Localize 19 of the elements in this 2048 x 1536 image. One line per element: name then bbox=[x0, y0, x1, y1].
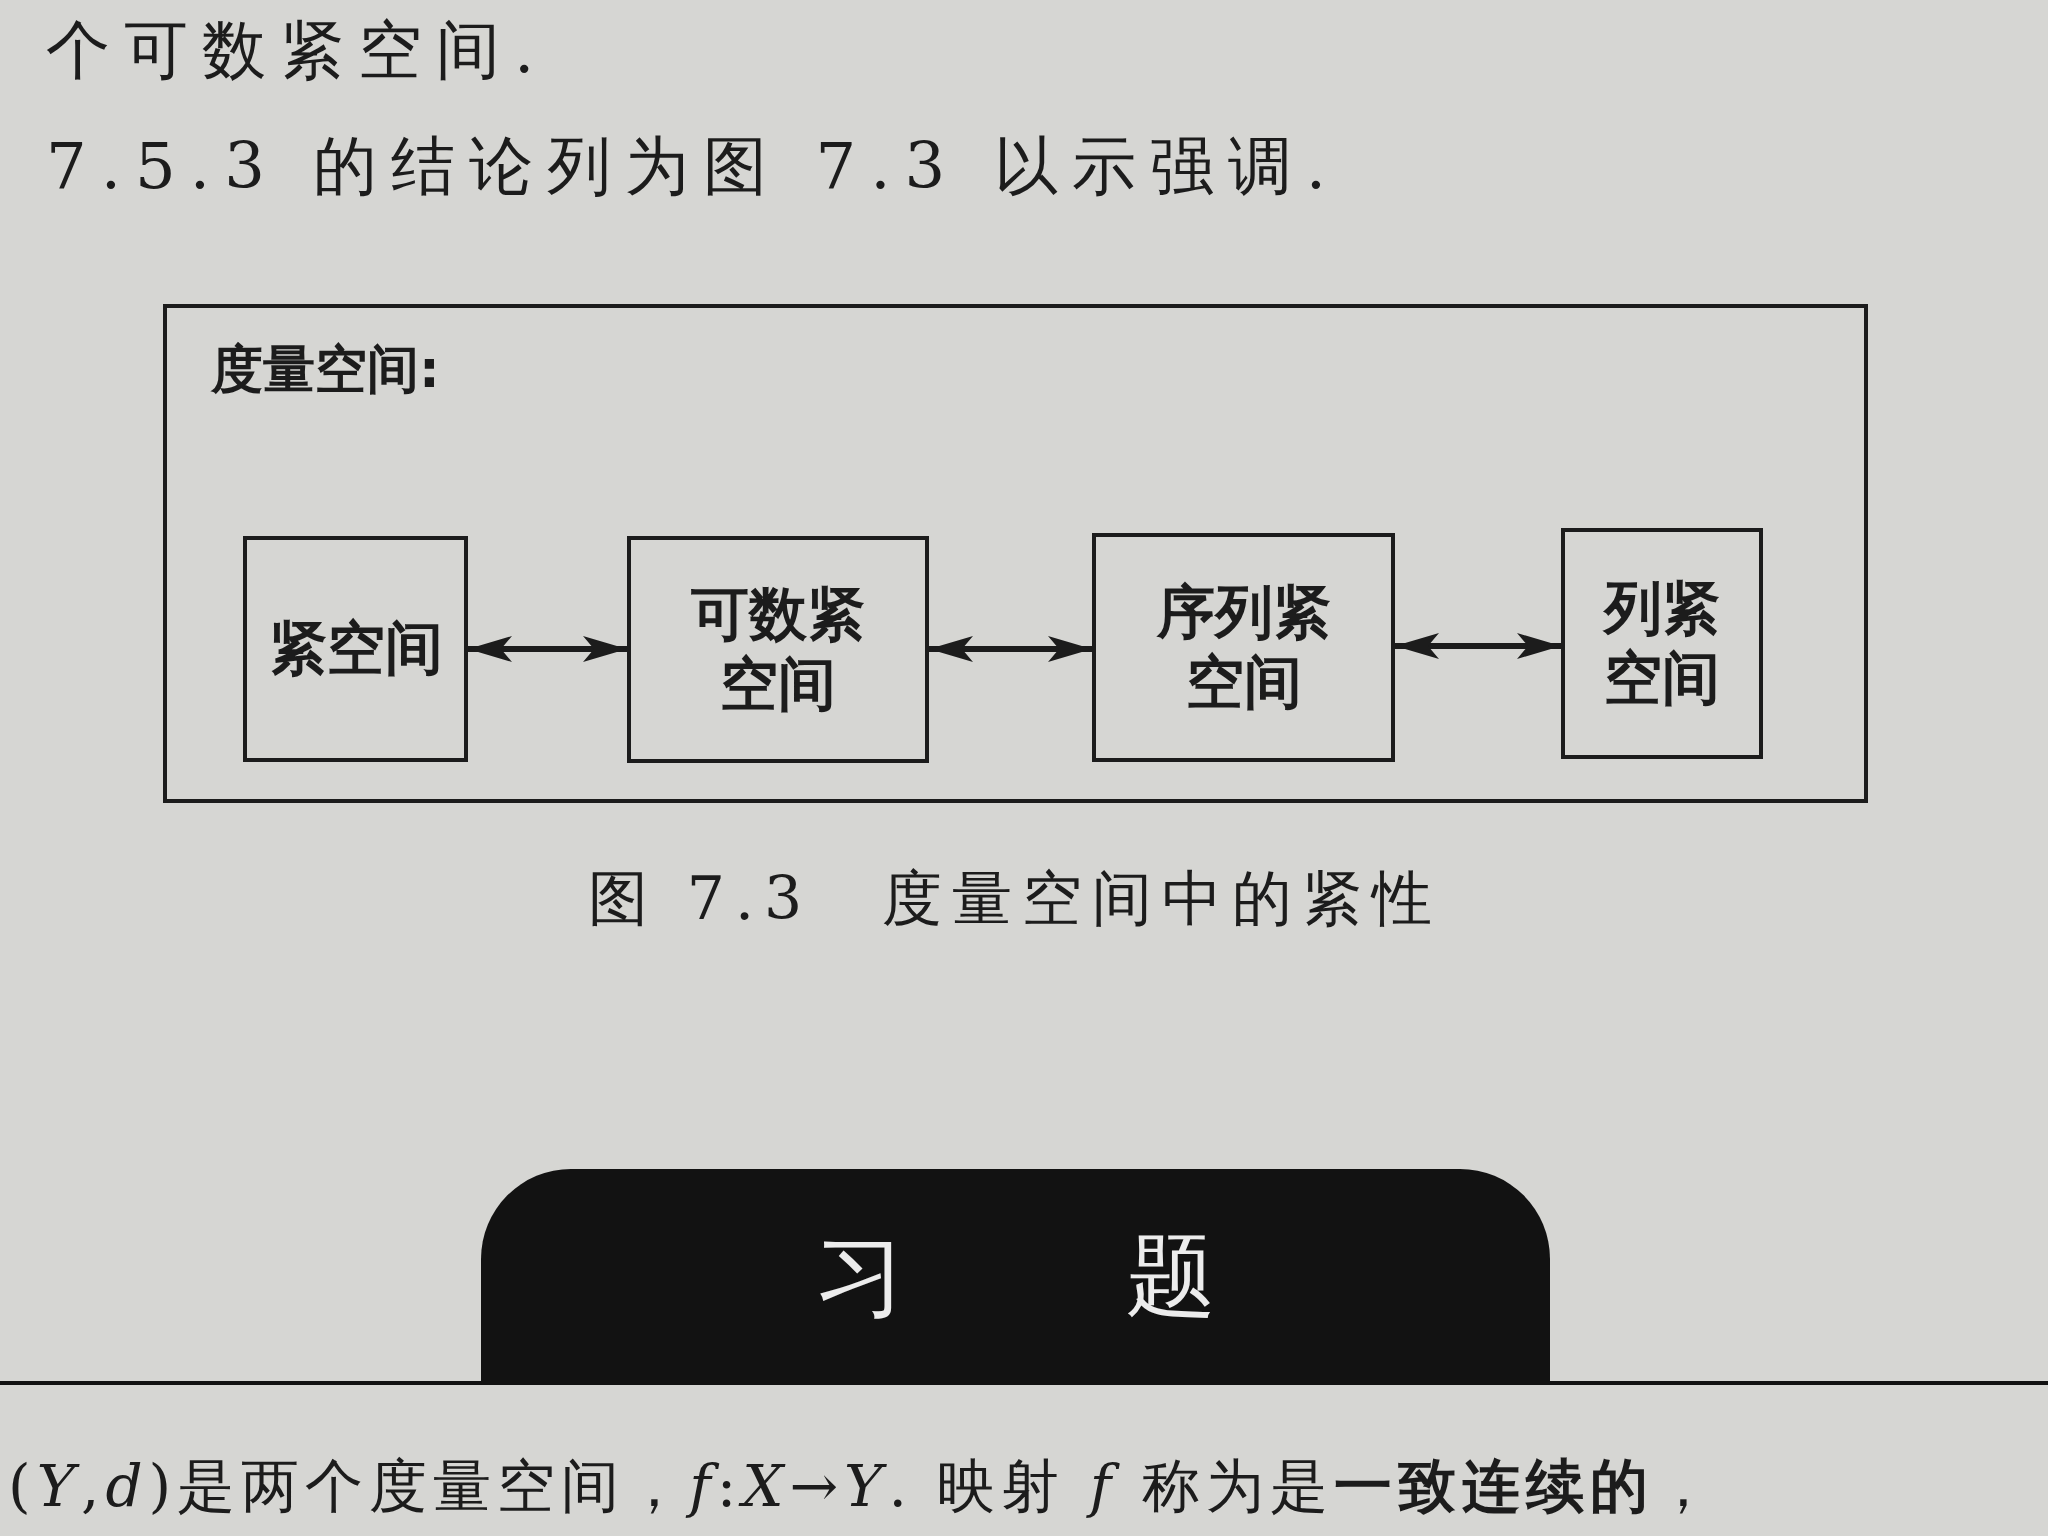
section-heading: 习 题 bbox=[814, 1223, 1312, 1328]
body-text: (Y,d)是两个度量空间，f:X→Y. 映射 f 称为是一致连续的， bbox=[8, 1452, 1718, 1522]
box-label: 序列紧空间 bbox=[1155, 577, 1332, 718]
box-label: 可数紧空间 bbox=[690, 579, 866, 720]
concept-box bbox=[243, 536, 468, 762]
outer-frame bbox=[163, 304, 1868, 803]
frame-title: 度量空间: bbox=[211, 338, 440, 401]
concept-box bbox=[1092, 533, 1395, 762]
body-text: 个可数紧空间. bbox=[46, 12, 549, 89]
body-text: 7.5.3 的结论列为图 7.3 以示强调. bbox=[46, 128, 1340, 205]
box-label: 列紧空间 bbox=[1601, 573, 1721, 714]
box-label: 紧空间 bbox=[268, 614, 443, 684]
concept-box bbox=[1561, 528, 1763, 759]
section-tab bbox=[481, 1169, 1550, 1382]
double-arrow bbox=[929, 636, 1092, 662]
double-arrow bbox=[1395, 633, 1561, 659]
double-arrow bbox=[468, 636, 627, 662]
concept-box bbox=[627, 536, 929, 763]
figure-caption: 图 7.3 度量空间中的紧性 bbox=[587, 862, 1443, 934]
